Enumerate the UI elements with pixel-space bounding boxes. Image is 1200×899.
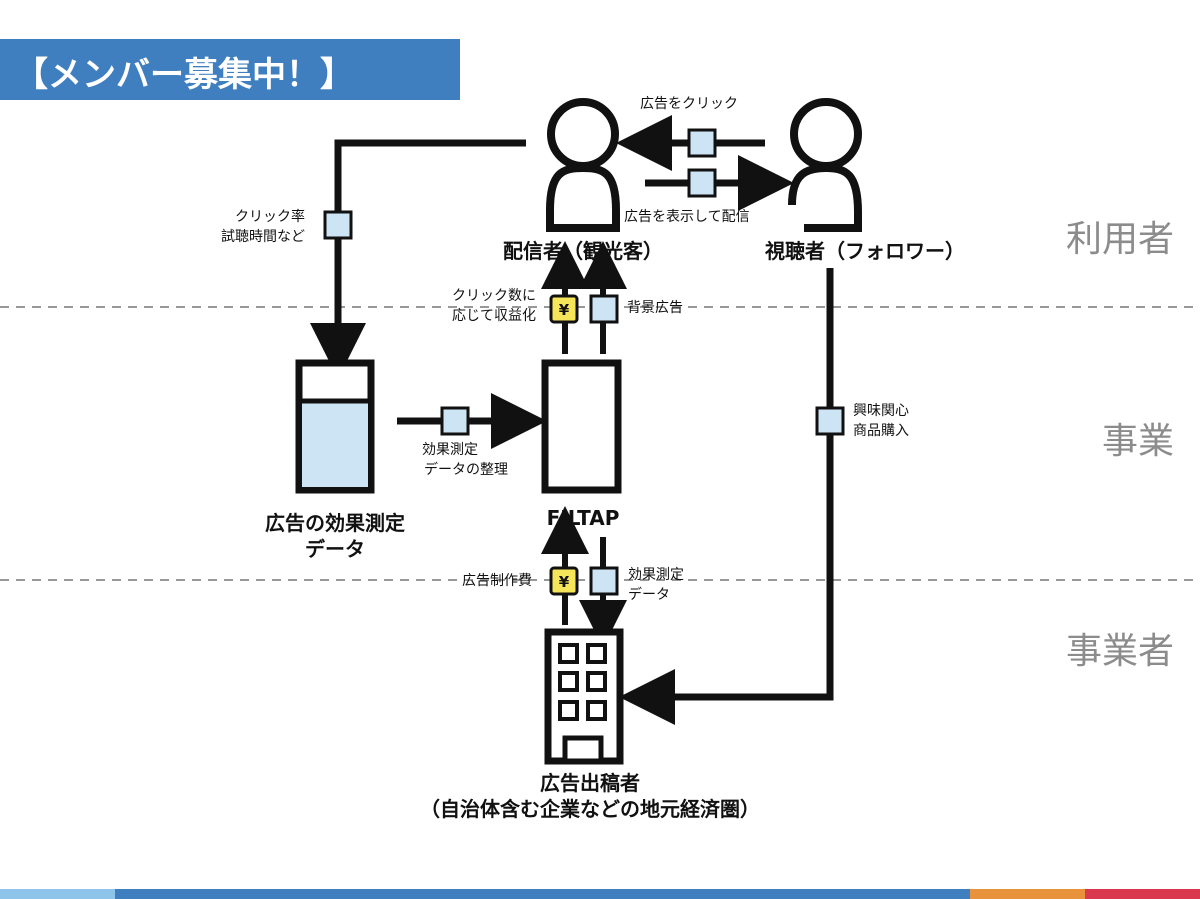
ad-click-label: 広告をクリック [640, 96, 738, 112]
revenue-yen-icon [549, 294, 579, 324]
footer-bar-red [1085, 889, 1200, 899]
organize-token [440, 406, 470, 436]
effect-data-token [589, 566, 619, 596]
click-rate-token [323, 210, 353, 240]
tier-label-business: 事業 [1101, 421, 1174, 462]
production-fee-yen-icon [549, 566, 579, 596]
advertiser-building-icon [544, 628, 624, 765]
revenue-yen-glyph: ¥ [559, 301, 570, 319]
ad-click-token [687, 128, 717, 158]
ad-display-token [687, 168, 717, 198]
organize-label: 効果測定 データの整理 [422, 442, 508, 478]
interest-token [815, 406, 845, 436]
interest-label: 興味関心 商品購入 [853, 403, 909, 439]
production-fee-yen-glyph: ¥ [559, 573, 570, 591]
footer-bar-blue [115, 889, 970, 899]
filtap-platform-box [541, 359, 622, 494]
distributor-label: 配信者（観光客） [503, 239, 663, 263]
banner-title: 【メンバー募集中！】 [14, 55, 354, 95]
revenue-label: クリック数に 応じて収益化 [452, 288, 536, 324]
data-store-label: 広告の効果測定 データ [265, 511, 405, 561]
tier-label-businesses: 事業者 [1065, 631, 1174, 672]
distributor-person-icon [546, 98, 620, 232]
effect-data-label: 効果測定 データ [628, 567, 684, 603]
advertiser-label: 広告出稿者 （自治体含む企業などの地元経済圏） [420, 771, 760, 821]
ad-display-label: 広告を表示して配信 [624, 209, 750, 225]
filtap-label: FILTAP [546, 506, 620, 530]
viewer-label: 視聴者（フォロワー） [765, 239, 965, 263]
footer-bar-light-blue [0, 889, 115, 899]
click-rate-label: クリック率 試聴時間など [221, 209, 305, 245]
background-ad-label: 背景広告 [627, 300, 683, 316]
tier-label-users: 利用者 [1065, 219, 1174, 260]
production-fee-label: 広告制作費 [462, 573, 532, 589]
footer-bar-orange [970, 889, 1085, 899]
background-ad-token [589, 294, 619, 324]
interest-line [619, 268, 834, 725]
click-rate-line [310, 139, 526, 379]
recruiting-banner: 【メンバー募集中！】 [0, 39, 460, 100]
viewer-person-icon [788, 98, 862, 232]
ad-effect-data-store-icon [295, 359, 375, 494]
